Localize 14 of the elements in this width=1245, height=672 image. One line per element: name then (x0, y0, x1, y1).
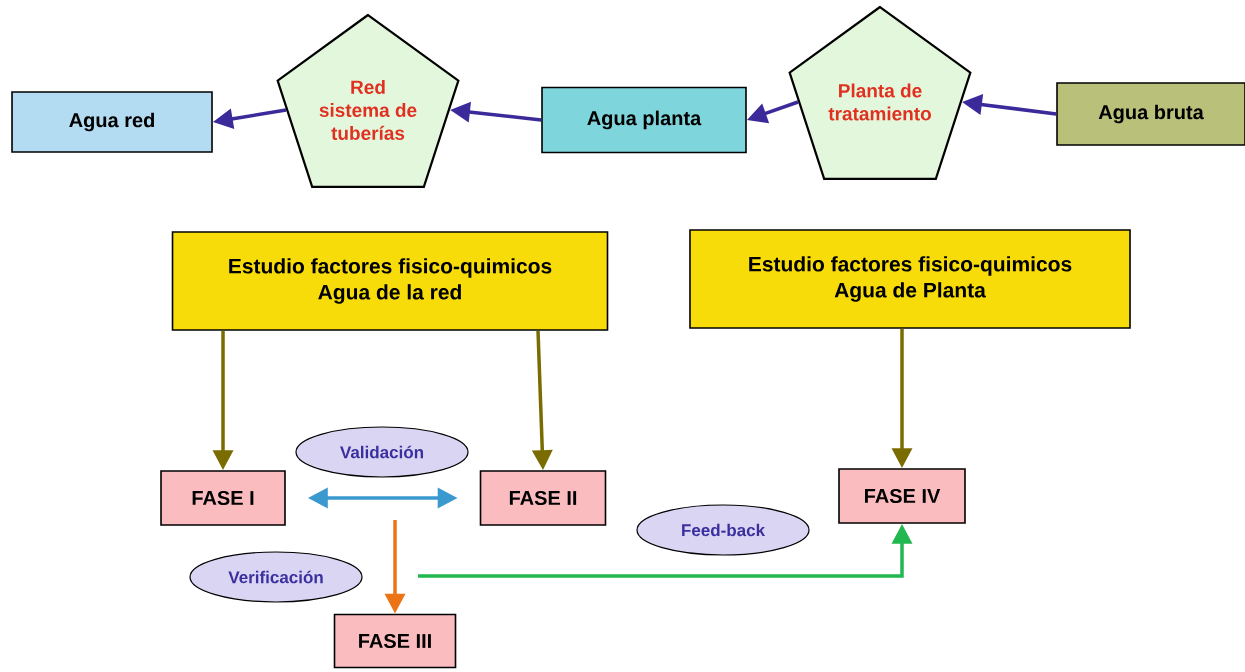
study-box: Estudio factores fisico-quimicos Agua de Planta (689, 229, 1131, 329)
process-pentagon: Red sistema de tuberías (276, 13, 460, 188)
water-box: Agua red (11, 91, 213, 153)
edge-label: Verificación (189, 551, 363, 603)
process-pentagon: Planta de tratamiento (788, 5, 972, 180)
phase-box: FASE I (160, 470, 286, 526)
phase-box: FASE II (479, 470, 607, 526)
edge-label: Feed-back (636, 504, 810, 556)
water-box: Agua planta (541, 86, 747, 154)
water-box: Agua bruta (1056, 82, 1245, 146)
edge-label: Validación (295, 426, 469, 478)
phase-box: FASE III (333, 613, 457, 669)
phase-box: FASE IV (838, 468, 966, 524)
study-box: Estudio factores fisico-quimicos Agua de la red (171, 231, 609, 331)
